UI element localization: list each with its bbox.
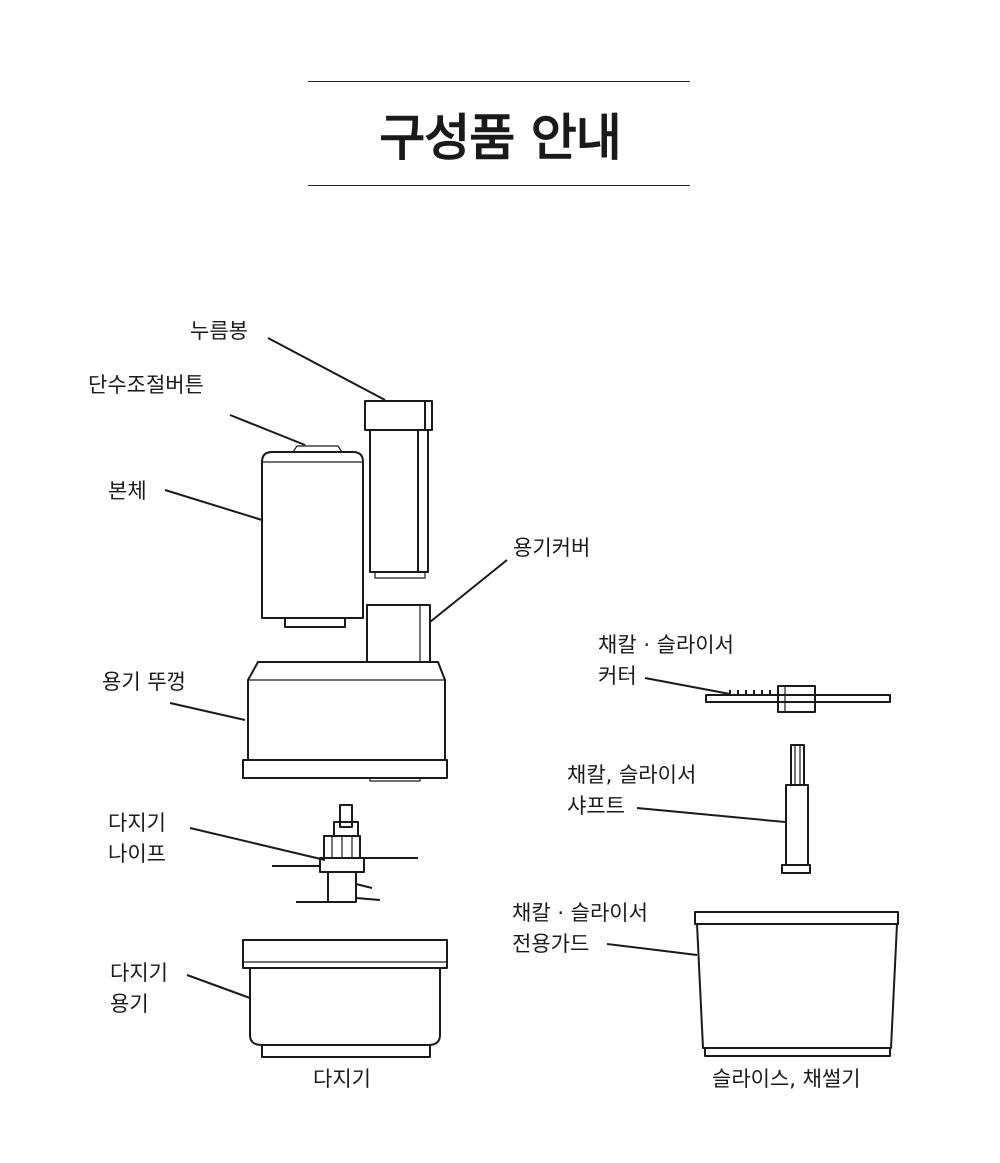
caption-slicer: 슬라이스, 채썰기	[712, 1067, 861, 1091]
label-bowl-line1: 다지기	[110, 961, 168, 985]
label-bowl-cover: 용기커버	[513, 536, 591, 560]
page-title: 구성품 안내	[379, 109, 621, 167]
caption-chopper: 다지기	[313, 1067, 371, 1091]
leader-lines	[164, 337, 786, 999]
pusher-drawing	[364, 400, 433, 579]
label-body: 본체	[108, 479, 147, 503]
slicer-disc-drawing	[705, 685, 891, 713]
label-speed-button: 단수조절버튼	[88, 373, 204, 397]
label-guard-line2: 전용가드	[512, 932, 590, 956]
chopper-bowl-drawing	[242, 939, 448, 1058]
label-shaft-line1: 채칼, 슬라이서	[567, 763, 697, 787]
knife-drawing	[272, 804, 418, 903]
label-knife-line1: 다지기	[108, 811, 166, 835]
label-shaft-line2: 샤프트	[567, 794, 625, 818]
label-cutter-line1: 채칼 · 슬라이서	[598, 633, 734, 657]
label-knife-line2: 나이프	[108, 842, 166, 866]
slicer-guard-drawing	[694, 911, 899, 1057]
label-pusher: 누름봉	[190, 319, 248, 343]
label-bowl-line2: 용기	[110, 992, 149, 1016]
label-cutter-line2: 커터	[598, 664, 637, 688]
label-guard-line1: 채칼 · 슬라이서	[512, 901, 648, 925]
bowl-cover-drawing	[366, 604, 431, 663]
label-lid: 용기 뚜껑	[102, 670, 186, 694]
title-rule-top	[308, 81, 690, 82]
lid-drawing	[242, 661, 448, 782]
title-rule-bottom	[308, 185, 690, 186]
shaft-drawing	[781, 744, 811, 874]
main-body-drawing	[261, 445, 364, 628]
